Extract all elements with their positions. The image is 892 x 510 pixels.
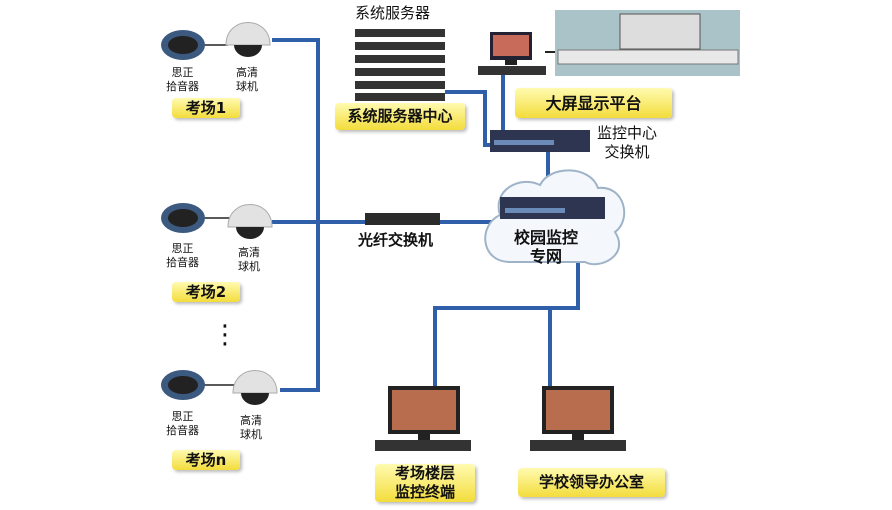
pickup-label-n: 思正拾音器 xyxy=(166,410,199,437)
display-platform-label: 大屏显示平台 xyxy=(515,88,672,118)
video-wall-image xyxy=(555,10,740,76)
camera-label-n: 高清球机 xyxy=(240,414,262,441)
terminal-monitor-icon xyxy=(375,386,471,451)
room-devices xyxy=(161,22,278,405)
floor-terminal-label: 考场楼层监控终端 xyxy=(375,464,475,502)
pickup-grille xyxy=(168,209,198,227)
office-monitor-icon xyxy=(530,386,626,451)
camera-label-2: 高清球机 xyxy=(238,246,260,273)
pickup-grille xyxy=(168,376,198,394)
network-label: 校园监控专网 xyxy=(514,228,579,266)
server-rack-icon xyxy=(355,29,445,101)
workstation-icon xyxy=(478,32,546,75)
center-switch-icon xyxy=(490,130,590,152)
dome-camera-icon xyxy=(227,204,273,228)
exam-room-n-label: 考场n xyxy=(172,450,240,470)
pickup-label-1: 思正拾音器 xyxy=(166,66,199,93)
link-cloud-terminals xyxy=(433,262,580,388)
dome-camera-icon xyxy=(232,370,278,394)
server-center-label: 系统服务器中心 xyxy=(335,103,465,130)
camera-lens xyxy=(236,227,264,239)
center-switch-label: 监控中心交换机 xyxy=(597,124,658,161)
camera-lens xyxy=(241,393,269,405)
pickup-label-2: 思正拾音器 xyxy=(166,242,199,269)
dome-camera-icon xyxy=(225,22,271,46)
pickup-grille xyxy=(168,36,198,54)
links xyxy=(272,38,580,392)
server-title: 系统服务器 xyxy=(355,4,431,22)
camera-label-1: 高清球机 xyxy=(236,66,258,93)
cloud-icon xyxy=(484,169,626,266)
camera-lens xyxy=(234,45,262,57)
fiber-switch-icon xyxy=(365,213,440,225)
ellipsis: ⋮ xyxy=(212,320,238,350)
exam-room-1-label: 考场1 xyxy=(172,98,240,118)
exam-room-2-label: 考场2 xyxy=(172,282,240,302)
link-room1 xyxy=(272,38,320,392)
link-server-switch xyxy=(445,90,492,147)
fiber-switch-label: 光纤交换机 xyxy=(358,231,434,249)
office-label: 学校领导办公室 xyxy=(518,468,665,497)
